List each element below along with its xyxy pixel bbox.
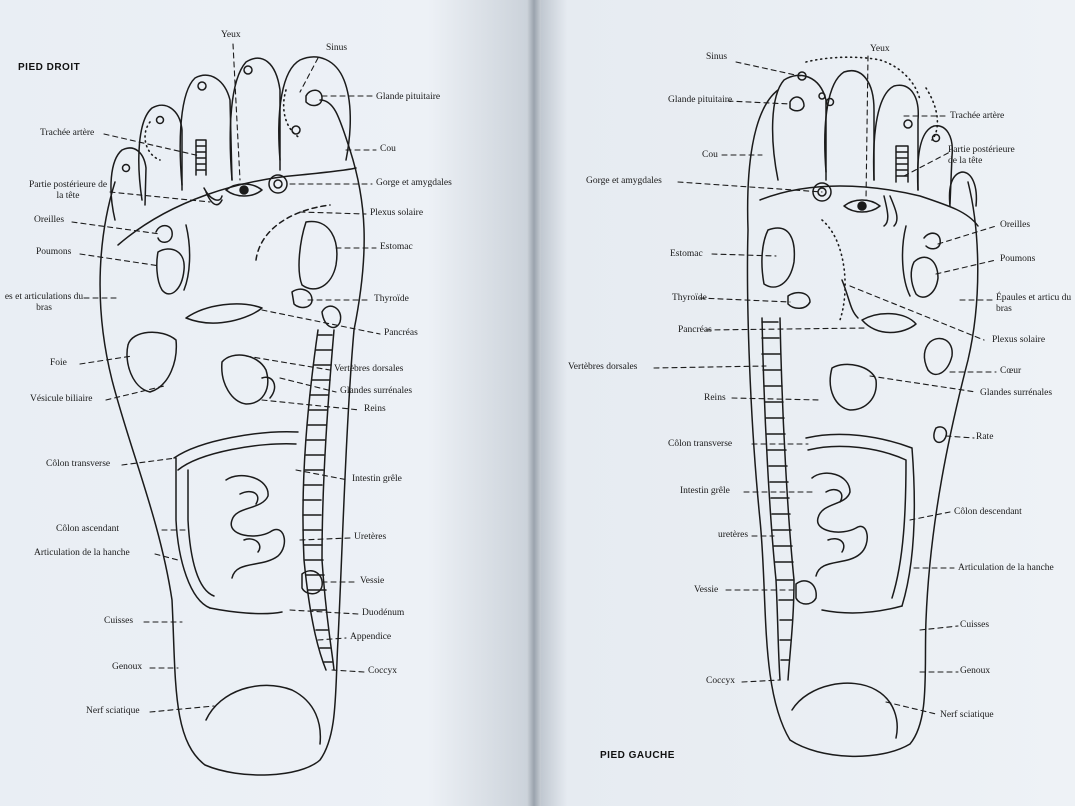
left-foot-drawing bbox=[653, 55, 997, 757]
label-oreilles: Oreilles bbox=[34, 215, 65, 225]
label-genoux-l: Genoux bbox=[960, 666, 991, 676]
label-vesicule: Vésicule biliaire bbox=[30, 394, 93, 404]
label-colon-transverse-l: Côlon transverse bbox=[668, 439, 733, 449]
label-epaules-l: Épaules et articu du bras bbox=[996, 293, 1072, 314]
label-coeur-l: Cœur bbox=[1000, 366, 1022, 376]
label-estomac: Estomac bbox=[380, 242, 413, 252]
label-coccyx-l: Coccyx bbox=[706, 676, 736, 686]
toe-4-outline bbox=[138, 104, 183, 201]
label-glande-pituitaire: Glande pituitaire bbox=[376, 92, 441, 102]
stomach-reflex-l bbox=[761, 227, 796, 288]
spine-reflex-l bbox=[761, 317, 795, 681]
label-ureteres: Uretères bbox=[354, 532, 387, 542]
book-gutter bbox=[527, 0, 541, 806]
label-sinus-l: Sinus bbox=[706, 52, 728, 62]
colon-reflex-l bbox=[805, 433, 916, 607]
heel-reflex-l bbox=[791, 682, 898, 739]
label-cuisses-l: Cuisses bbox=[960, 620, 990, 630]
label-thyroide-l: Thyroïde bbox=[672, 293, 707, 303]
label-intestin: Intestin grêle bbox=[352, 474, 402, 484]
label-coccyx: Coccyx bbox=[368, 666, 398, 676]
label-estomac-l: Estomac bbox=[670, 249, 703, 259]
stomach-reflex bbox=[298, 220, 338, 290]
label-vessie-l: Vessie bbox=[694, 585, 719, 595]
label-plexus: Plexus solaire bbox=[370, 208, 424, 218]
label-glandes-surrenales: Glandes surrénales bbox=[340, 386, 413, 396]
liver-reflex bbox=[126, 331, 178, 393]
lung-reflex-l bbox=[910, 256, 939, 298]
label-partie-posterieure-l: Partie postérieure de la tête bbox=[948, 145, 1015, 166]
toe-5-outline bbox=[110, 147, 147, 221]
label-vertebres-l: Vertèbres dorsales bbox=[568, 362, 638, 372]
label-yeux: Yeux bbox=[221, 30, 241, 40]
label-sinus: Sinus bbox=[326, 43, 348, 53]
label-gorge-l: Gorge et amygdales bbox=[586, 176, 662, 186]
big-toe-outline bbox=[278, 56, 351, 161]
label-reins-l: Reins bbox=[704, 393, 726, 403]
label-intestin-l: Intestin grêle bbox=[680, 486, 730, 496]
right-foot-drawing bbox=[71, 43, 381, 776]
spine-reflex bbox=[302, 305, 342, 671]
left-foot-leader-lines bbox=[653, 55, 997, 715]
diaphragm-line bbox=[117, 167, 357, 246]
label-oreilles-l: Oreilles bbox=[1000, 220, 1031, 230]
label-trachee-l: Trachée artère bbox=[950, 111, 1005, 121]
toe-5-outline-l bbox=[948, 171, 978, 207]
label-glande-pituitaire-l: Glande pituitaire bbox=[668, 95, 733, 105]
label-reins: Reins bbox=[364, 404, 386, 414]
label-hanche-l: Articulation de la hanche bbox=[958, 563, 1054, 573]
lung-reflex bbox=[156, 248, 185, 295]
label-cou-l: Cou bbox=[702, 150, 718, 160]
right-page bbox=[535, 0, 1075, 806]
label-gorge: Gorge et amygdales bbox=[376, 178, 452, 188]
toe-4-outline-l bbox=[916, 125, 954, 205]
label-cou: Cou bbox=[380, 144, 396, 154]
toe-2-outline bbox=[229, 57, 281, 181]
colon-reflex bbox=[173, 430, 299, 609]
label-nerf-sciatique: Nerf sciatique bbox=[86, 706, 140, 716]
label-plexus-l: Plexus solaire bbox=[992, 335, 1046, 345]
eye-reflex-l bbox=[843, 199, 881, 213]
label-foie: Foie bbox=[50, 358, 67, 368]
label-pancreas-l: Pancréas bbox=[678, 325, 712, 335]
label-ureteres-l: uretères bbox=[718, 530, 749, 540]
label-trachee: Trachée artère bbox=[40, 128, 95, 138]
left-foot-outline bbox=[746, 89, 979, 757]
title-pied-gauche: PIED GAUCHE bbox=[600, 750, 675, 761]
title-pied-droit: PIED DROIT bbox=[18, 62, 81, 73]
label-partie-posterieure: Partie postérieure de la tête bbox=[28, 180, 108, 201]
right-foot-leader-lines bbox=[71, 43, 381, 713]
label-poumons-l: Poumons bbox=[1000, 254, 1036, 264]
label-thyroide: Thyroïde bbox=[374, 294, 409, 304]
label-vertebres: Vertèbres dorsales bbox=[334, 364, 404, 374]
right-foot-outline bbox=[99, 99, 365, 776]
label-pancreas: Pancréas bbox=[384, 328, 418, 338]
label-yeux-l: Yeux bbox=[870, 44, 890, 54]
label-rate-l: Rate bbox=[976, 432, 994, 442]
label-colon-transverse: Côlon transverse bbox=[46, 459, 111, 469]
heel-reflex bbox=[205, 684, 322, 745]
toe-3-outline bbox=[179, 74, 233, 186]
big-toe-outline-l bbox=[771, 74, 827, 181]
label-appendice: Appendice bbox=[350, 632, 392, 642]
label-poumons: Poumons bbox=[36, 247, 72, 257]
label-vessie: Vessie bbox=[360, 576, 385, 586]
toe-2-outline-l bbox=[824, 70, 875, 181]
label-colon-ascendant: Côlon ascendant bbox=[56, 524, 120, 534]
label-hanche: Articulation de la hanche bbox=[34, 548, 130, 558]
label-duodenum: Duodénum bbox=[362, 608, 405, 618]
label-colon-descendant-l: Côlon descendant bbox=[954, 507, 1022, 517]
label-cuisses: Cuisses bbox=[104, 616, 134, 626]
label-epaules: es et articulations du bras bbox=[4, 292, 84, 313]
label-genoux: Genoux bbox=[112, 662, 143, 672]
label-glandes-surrenales-l: Glandes surrénales bbox=[980, 388, 1053, 398]
toe-3-outline-l bbox=[872, 84, 919, 191]
label-nerf-sciatique-l: Nerf sciatique bbox=[940, 710, 994, 720]
eye-reflex bbox=[225, 183, 263, 197]
left-page bbox=[0, 0, 535, 806]
